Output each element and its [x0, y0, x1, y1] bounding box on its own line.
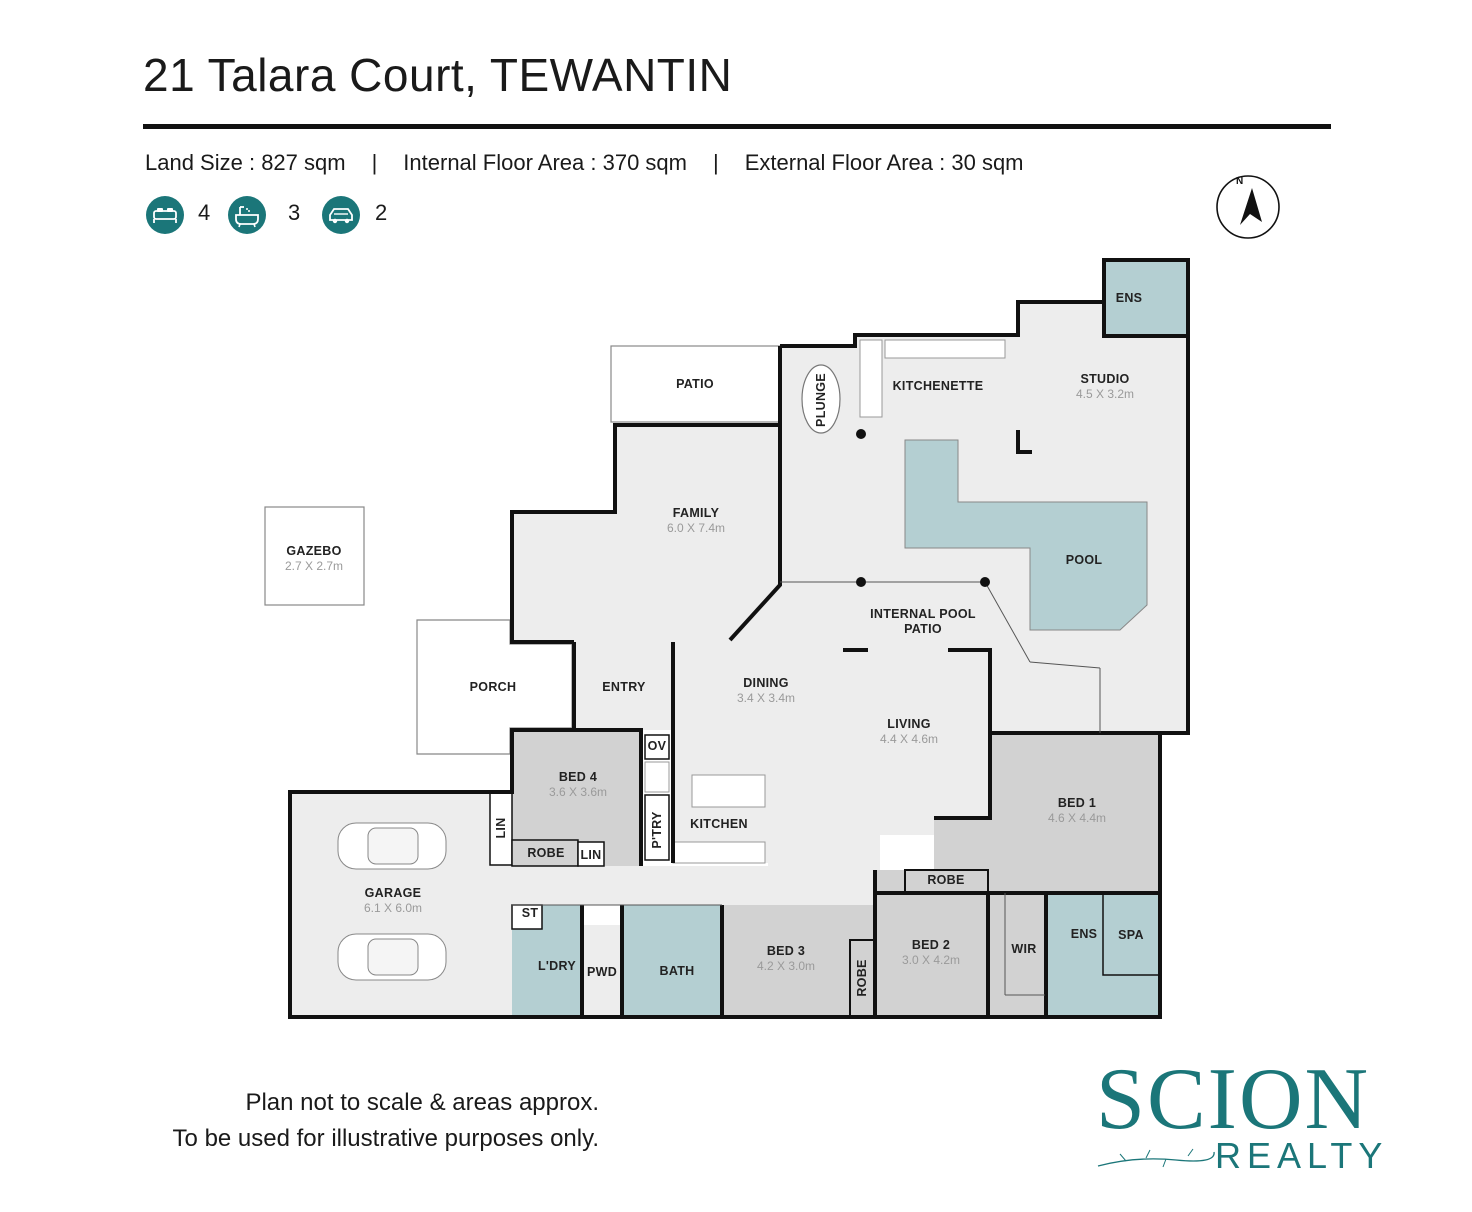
internal-pool-patio-label: INTERNAL POOL	[870, 607, 976, 621]
kitchen-label: KITCHEN	[690, 817, 748, 831]
kitchen-bench	[672, 841, 766, 864]
living-size: 4.4 X 4.6m	[880, 732, 938, 746]
disclaimer: Plan not to scale & areas approx. To be …	[173, 1085, 599, 1157]
bath-floor	[622, 905, 722, 1017]
car-count: 2	[375, 200, 388, 225]
logo-sub-text: REALTY	[1215, 1135, 1389, 1176]
internal-pool-patio-label-2: PATIO	[904, 622, 942, 636]
kitchenette-side-bench	[859, 339, 883, 418]
entry-label: ENTRY	[602, 680, 646, 694]
gazebo-size: 2.7 X 2.7m	[285, 559, 343, 573]
store-label: ST	[522, 906, 539, 920]
external-floor-area: External Floor Area : 30 sqm	[744, 150, 1024, 175]
bed2-label: BED 2	[912, 938, 950, 952]
laundry-label: L'DRY	[538, 959, 576, 973]
columns	[856, 429, 990, 587]
bed2-size: 3.0 X 4.2m	[902, 953, 960, 967]
bed2-robe-label: ROBE	[927, 873, 964, 887]
bed1-label: BED 1	[1058, 796, 1096, 810]
scion-realty-logo: SCION REALTY	[1090, 1054, 1390, 1180]
pool-shape	[904, 439, 1148, 631]
kitchen-island	[691, 774, 766, 808]
studio-ensuite-floor	[1104, 260, 1188, 336]
family-size: 6.0 X 7.4m	[667, 521, 725, 535]
gazebo-label: GAZEBO	[286, 544, 341, 558]
bath-icon	[228, 196, 266, 234]
logo-main-text: SCION	[1096, 1051, 1371, 1148]
patio-label: PATIO	[676, 377, 714, 391]
pantry-cupboard	[644, 794, 670, 861]
stats-separator: |	[713, 150, 719, 175]
walk-in-robe-label: WIR	[1011, 942, 1036, 956]
bed3-robe-label: ROBE	[855, 959, 869, 996]
room-labels: GAZEBO 2.7 X 2.7m PATIO PLUNGE KITCHENET…	[285, 291, 1144, 997]
gazebo-outline	[264, 506, 365, 606]
linen-label: LIN	[580, 848, 601, 862]
land-size: Land Size : 827 sqm	[145, 150, 346, 175]
bath-label: BATH	[660, 964, 695, 978]
oven-cupboard	[644, 734, 670, 760]
linen-cupboard	[577, 841, 605, 867]
car-icon	[337, 822, 447, 981]
plunge-label: PLUNGE	[814, 373, 828, 427]
area-stats: Land Size : 827 sqm | Internal Floor Area …	[145, 150, 1024, 176]
powder-room-label: PWD	[587, 965, 617, 979]
hallway-floor	[512, 866, 875, 905]
garage-label: GARAGE	[365, 886, 422, 900]
walls	[288, 258, 1190, 1019]
pool-label: POOL	[1066, 553, 1103, 567]
disclaimer-line-1: Plan not to scale & areas approx.	[245, 1089, 599, 1116]
fridge-space	[644, 761, 670, 793]
living-label: LIVING	[887, 717, 930, 731]
pantry-label: P'TRY	[650, 811, 664, 849]
pwd-floor	[582, 925, 622, 1017]
bed-icon	[146, 196, 184, 234]
oven-label: OV	[648, 739, 667, 753]
stats-separator: |	[371, 150, 378, 175]
ens-top-label: ENS	[1116, 291, 1143, 305]
title-divider	[143, 124, 1331, 129]
bed4-label: BED 4	[559, 770, 597, 784]
ensuite-label: ENS	[1071, 927, 1098, 941]
internal-floor-area: Internal Floor Area : 370 sqm	[403, 150, 687, 175]
porch-label: PORCH	[470, 680, 517, 694]
car-icon	[322, 196, 360, 234]
bed1-size: 4.6 X 4.4m	[1048, 811, 1106, 825]
dining-label: DINING	[743, 676, 789, 690]
garage-linen-label: LIN	[494, 817, 508, 838]
bedroom-count: 4	[198, 200, 211, 225]
spa-label: SPA	[1118, 928, 1144, 942]
bed4-robe-label: ROBE	[527, 846, 564, 860]
compass-icon: N	[1216, 175, 1280, 239]
bed3-size: 4.2 X 3.0m	[757, 959, 815, 973]
bed3-label: BED 3	[767, 944, 805, 958]
studio-size: 4.5 X 3.2m	[1076, 387, 1134, 401]
kitchenette-bench	[884, 339, 1006, 359]
bed4-size: 3.6 X 3.6m	[549, 785, 607, 799]
dining-size: 3.4 X 3.4m	[737, 691, 795, 705]
bed4-robe	[511, 839, 579, 867]
interior-lines	[512, 581, 1101, 996]
compass-north-label: N	[1236, 176, 1243, 187]
spa-area	[1102, 892, 1161, 976]
garage-size: 6.1 X 6.0m	[364, 901, 422, 915]
kitchenette-label: KITCHENETTE	[893, 379, 984, 393]
family-label: FAMILY	[673, 506, 720, 520]
studio-label: STUDIO	[1080, 372, 1129, 386]
laundry-floor	[512, 905, 582, 1017]
plunge-shape	[801, 364, 841, 434]
patio-outline	[610, 345, 782, 423]
page-title: 21 Talara Court, TEWANTIN	[143, 49, 733, 101]
disclaimer-line-2: To be used for illustrative purposes onl…	[172, 1125, 599, 1152]
bathroom-count: 3	[288, 200, 301, 225]
branch-icon	[1097, 1148, 1215, 1168]
